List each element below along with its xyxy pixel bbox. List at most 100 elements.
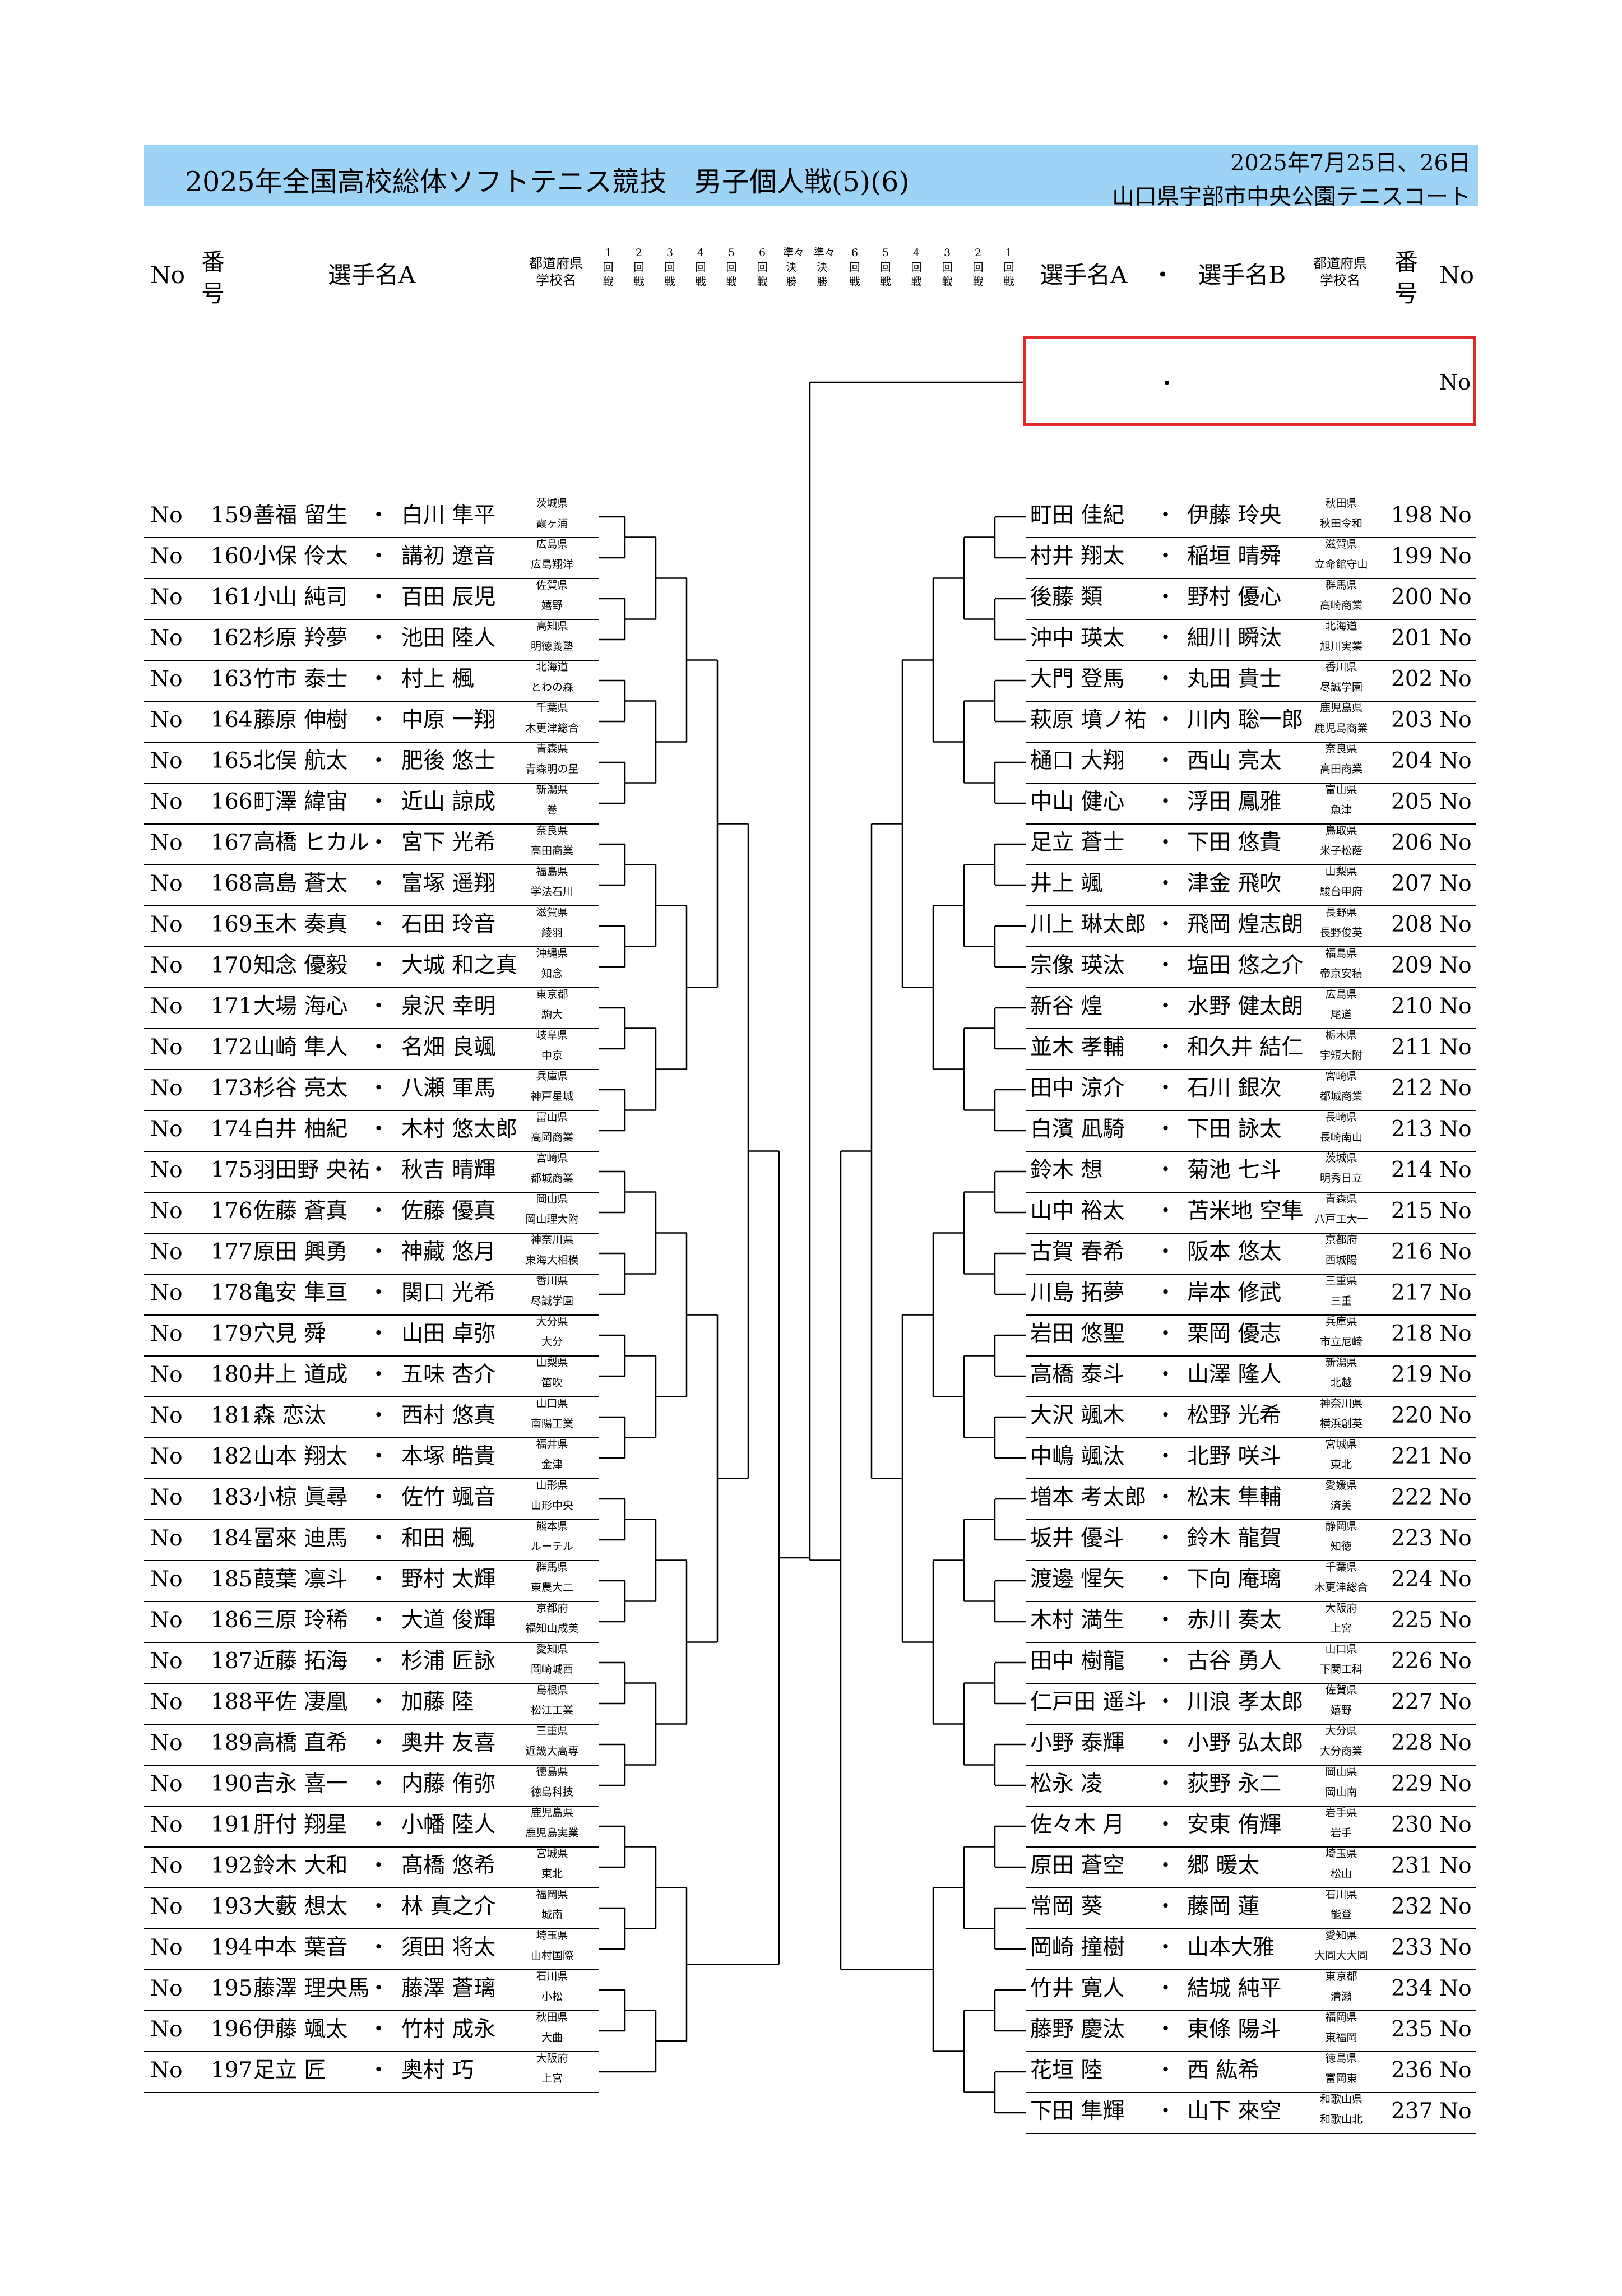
player-a: 中本 葉音 xyxy=(253,1935,348,1960)
player-b: 池田 陸人 xyxy=(401,626,496,651)
entry-no: No xyxy=(1439,1894,1472,1919)
seed-number: 235 xyxy=(1391,2017,1433,2042)
entry-no: No xyxy=(1439,1853,1472,1878)
entry-no: No xyxy=(150,1526,183,1551)
seed-number: 184 xyxy=(211,1526,253,1551)
seed-number: 216 xyxy=(1391,1239,1433,1265)
player-b: 富塚 遥翔 xyxy=(401,871,496,896)
player-b: 木村 悠太郎 xyxy=(401,1117,518,1142)
player-a: 足立 蒼士 xyxy=(1030,830,1125,855)
final-no-label: No xyxy=(1439,370,1471,395)
entry-no: No xyxy=(1439,1526,1472,1551)
seed-number: 183 xyxy=(211,1485,253,1510)
pair-separator: ・ xyxy=(1155,1321,1177,1346)
entry-no: No xyxy=(150,1567,183,1592)
prefecture: 宮城県 xyxy=(536,1848,568,1860)
school: 駒大 xyxy=(541,1008,563,1021)
prefecture: 埼玉県 xyxy=(536,1929,568,1942)
school: 岡崎城西 xyxy=(530,1663,573,1675)
prefecture: 青森県 xyxy=(536,743,568,755)
school: 八戸工大一 xyxy=(1314,1213,1368,1225)
round-header-14: 1回戦 xyxy=(1003,247,1014,288)
player-b: 古谷 勇人 xyxy=(1187,1649,1282,1674)
prefecture: 福井県 xyxy=(536,1438,568,1451)
pair-separator: ・ xyxy=(1155,1280,1177,1306)
pair-separator: ・ xyxy=(1155,1812,1177,1837)
entry-no: No xyxy=(1439,748,1472,774)
player-b: 山下 來空 xyxy=(1187,2099,1282,2124)
player-a: 大場 海心 xyxy=(253,994,348,1019)
pair-separator: ・ xyxy=(368,1894,390,1919)
player-a: 常岡 葵 xyxy=(1030,1894,1103,1919)
player-a: 伊藤 颯太 xyxy=(253,2017,348,2042)
pair-separator: ・ xyxy=(368,1608,390,1633)
player-a: 山中 裕太 xyxy=(1030,1198,1125,1224)
school: 都城商業 xyxy=(1319,1090,1363,1103)
seed-number: 191 xyxy=(211,1812,253,1837)
player-b: 西 紘希 xyxy=(1187,2058,1260,2083)
prefecture: 東京都 xyxy=(536,988,568,1001)
player-b: 水野 健太朗 xyxy=(1187,994,1304,1019)
prefecture: 静岡県 xyxy=(1325,1520,1357,1533)
seed-number: 175 xyxy=(211,1158,253,1183)
player-a: 山本 翔太 xyxy=(253,1444,348,1469)
seed-number: 236 xyxy=(1391,2058,1433,2083)
pair-separator: ・ xyxy=(1155,1362,1177,1387)
player-b: 近山 諒成 xyxy=(401,789,496,814)
school: 岩手 xyxy=(1330,1827,1352,1839)
school: 上宮 xyxy=(541,2072,563,2085)
seed-number: 176 xyxy=(211,1198,253,1224)
player-a: 大沢 颯木 xyxy=(1030,1403,1125,1428)
player-a: 岡崎 撞樹 xyxy=(1030,1935,1125,1960)
seed-number: 180 xyxy=(211,1362,253,1387)
player-b: 大道 俊輝 xyxy=(401,1608,496,1633)
pair-separator: ・ xyxy=(368,1035,390,1060)
pair-separator: ・ xyxy=(368,1362,390,1387)
pair-separator: ・ xyxy=(368,544,390,569)
player-a: 高橋 ヒカル xyxy=(253,830,370,855)
prefecture: 高知県 xyxy=(536,620,568,632)
prefecture: 兵庫県 xyxy=(1325,1316,1357,1328)
pair-separator: ・ xyxy=(368,871,390,896)
prefecture: 宮崎県 xyxy=(536,1152,568,1164)
prefecture: 鹿児島県 xyxy=(1319,702,1363,714)
entry-no: No xyxy=(1439,1976,1472,2001)
round-header-13: 2回戦 xyxy=(972,247,984,288)
prefecture: 佐賀県 xyxy=(536,579,568,591)
player-b: 下田 詠太 xyxy=(1187,1117,1282,1142)
entry-no: No xyxy=(1439,1935,1472,1960)
entry-no: No xyxy=(1439,1321,1472,1346)
pair-separator: ・ xyxy=(368,585,390,610)
seed-number: 206 xyxy=(1391,830,1433,855)
player-b: 秋吉 晴輝 xyxy=(401,1158,496,1183)
player-a: 萩原 墳ノ祐 xyxy=(1030,707,1147,733)
player-a: 大門 登馬 xyxy=(1030,666,1125,692)
school: 長野俊英 xyxy=(1319,927,1363,939)
entry-no: No xyxy=(1439,912,1472,937)
player-b: 宮下 光希 xyxy=(401,830,496,855)
player-a: 小山 純司 xyxy=(253,585,348,610)
school: 岡山南 xyxy=(1325,1786,1357,1798)
entry-no: No xyxy=(150,830,183,855)
school: 東海大相模 xyxy=(525,1254,579,1266)
school: 東農大二 xyxy=(530,1581,573,1594)
entry-no: No xyxy=(1439,1485,1472,1510)
header-bar xyxy=(144,145,1478,206)
school: 高崎商業 xyxy=(1319,599,1363,612)
seed-number: 188 xyxy=(211,1689,253,1715)
school: 小松 xyxy=(541,1991,563,2003)
school: 高田商業 xyxy=(1319,763,1363,775)
player-a: 足立 匠 xyxy=(253,2058,326,2083)
entry-no: No xyxy=(150,1812,183,1837)
player-a: 下田 隼輝 xyxy=(1030,2099,1125,2124)
player-a: 佐々木 月 xyxy=(1030,1812,1125,1837)
